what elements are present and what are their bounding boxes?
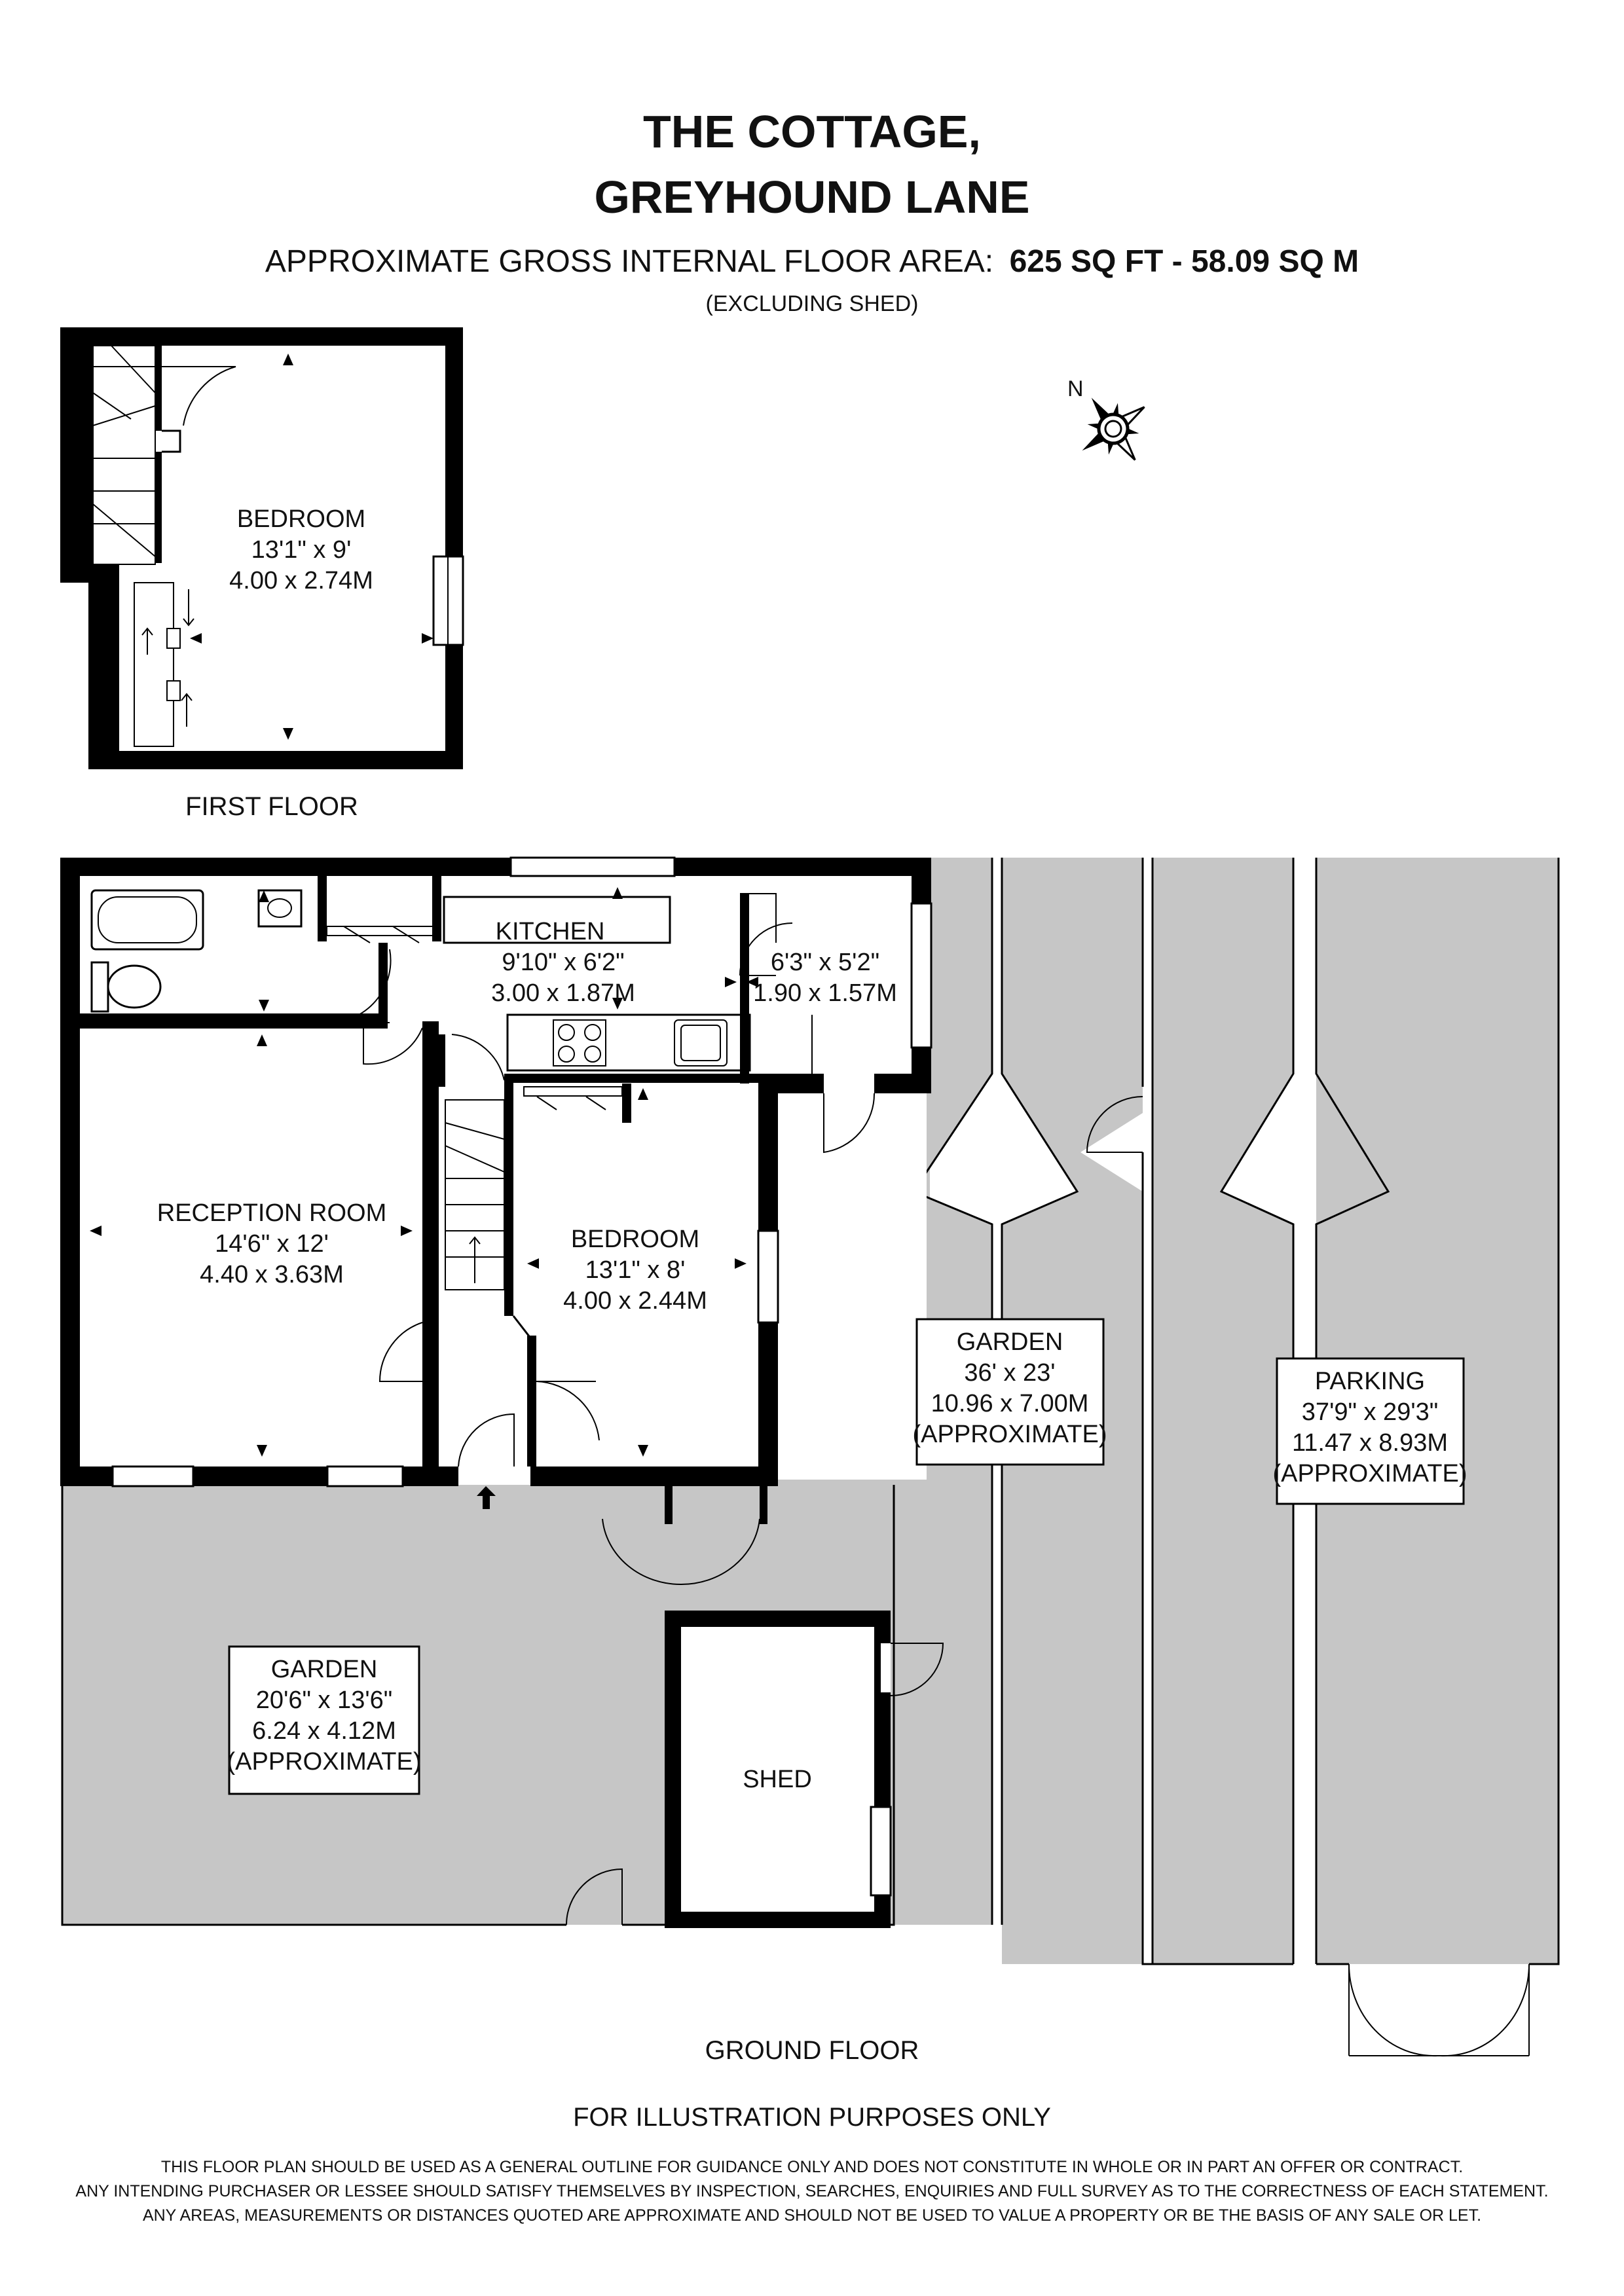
wall xyxy=(60,858,931,876)
garden-front-note: (APPROXIMATE) xyxy=(227,1748,422,1776)
window xyxy=(326,1465,404,1487)
wall xyxy=(504,1074,513,1316)
wall xyxy=(445,327,463,769)
sink xyxy=(674,1019,728,1066)
parking-metric: 11.47 x 8.93M xyxy=(1292,1429,1448,1457)
compass-rose-icon: N xyxy=(1067,376,1145,461)
kitchen-worktop xyxy=(443,896,671,944)
arrow-icon xyxy=(181,693,193,727)
first-floor: BEDROOM 13'1" x 9' 4.00 x 2.74M FIRST FL… xyxy=(60,327,464,821)
wall xyxy=(60,858,80,1486)
hob xyxy=(553,1019,606,1066)
dimension-markers xyxy=(90,887,758,1457)
parking-note: (APPROXIMATE) xyxy=(1273,1460,1467,1487)
illustration-note: FOR ILLUSTRATION PURPOSES ONLY xyxy=(573,2103,1051,2132)
toilet xyxy=(107,964,162,1009)
door-swing xyxy=(162,366,236,426)
wall-jog xyxy=(162,429,181,453)
shed-name: SHED xyxy=(743,1766,812,1793)
reception-name: RECEPTION ROOM xyxy=(157,1199,386,1227)
parking-label: PARKING 37'9" x 29'3" 11.47 x 8.93M (APP… xyxy=(1273,1357,1467,1505)
bedroom-first-metric: 4.00 x 2.74M xyxy=(229,567,373,594)
shed-door xyxy=(890,1643,944,1696)
kitchen-metric: 3.00 x 1.87M xyxy=(491,979,635,1007)
cupboard xyxy=(326,926,439,936)
parking-name: PARKING xyxy=(1315,1368,1425,1395)
wall xyxy=(88,564,119,769)
garden-front-imperial: 20'6" x 13'6" xyxy=(256,1686,392,1714)
first-floor-label: FIRST FLOOR xyxy=(185,792,358,821)
entrance-arrow-icon xyxy=(477,1486,496,1509)
front-door xyxy=(458,1413,515,1467)
arrow-icon xyxy=(183,589,194,627)
garden-side-label: GARDEN 36' x 23' 10.96 x 7.00M (APPROXIM… xyxy=(913,1318,1107,1466)
disclaimer-line-1: THIS FLOOR PLAN SHOULD BE USED AS A GENE… xyxy=(161,2158,1463,2176)
garden-side-metric: 10.96 x 7.00M xyxy=(931,1390,1089,1417)
disclaimer-line-3: ANY AREAS, MEASUREMENTS OR DISTANCES QUO… xyxy=(143,2206,1481,2225)
header: THE COTTAGE, GREYHOUND LANE APPROXIMATE … xyxy=(265,106,1359,316)
stair-treads xyxy=(92,345,156,557)
title-line-1: THE COTTAGE, xyxy=(643,106,981,157)
garden-front-metric: 6.24 x 4.12M xyxy=(252,1717,396,1745)
floor-area-prefix: APPROXIMATE GROSS INTERNAL FLOOR AREA: xyxy=(265,244,993,279)
bedroom-first-name: BEDROOM xyxy=(237,505,365,533)
bedroom-ground-metric: 4.00 x 2.44M xyxy=(563,1287,707,1315)
utility-door xyxy=(823,1093,876,1154)
kitchen-name: KITCHEN xyxy=(496,918,605,945)
dimension-markers xyxy=(190,354,434,740)
garden-door xyxy=(566,1868,623,1925)
wall xyxy=(60,327,93,583)
garden-front-name: GARDEN xyxy=(271,1656,378,1683)
wall xyxy=(740,894,749,1084)
parking-imperial: 37'9" x 29'3" xyxy=(1302,1398,1438,1426)
window xyxy=(870,1806,892,1897)
floor-area-note: (EXCLUDING SHED) xyxy=(706,291,919,316)
wall xyxy=(155,452,162,563)
kitchen-imperial: 9'10" x 6'2" xyxy=(502,949,624,976)
shed: SHED xyxy=(665,1611,944,1928)
garden-side-note: (APPROXIMATE) xyxy=(913,1421,1107,1448)
bedroom-ground-name: BEDROOM xyxy=(571,1226,699,1253)
disclaimer-line-2: ANY INTENDING PURCHASER OR LESSEE SHOULD… xyxy=(75,2182,1548,2200)
utility-inner-door xyxy=(739,922,793,976)
wall xyxy=(155,346,162,431)
arrow-icon xyxy=(141,627,153,655)
garden-front-label: GARDEN 20'6" x 13'6" 6.24 x 4.12M (APPRO… xyxy=(227,1645,422,1795)
floor-area-value: 625 SQ FT - 58.09 SQ M xyxy=(1010,244,1359,279)
toilet-cistern xyxy=(90,961,109,1013)
title-line-2: GREYHOUND LANE xyxy=(594,172,1029,223)
cupboard xyxy=(134,582,174,747)
ground-floor-house: KITCHEN 9'10" x 6'2" 3.00 x 1.87M 6'3" x… xyxy=(60,856,932,1509)
floor-area: APPROXIMATE GROSS INTERNAL FLOOR AREA: 6… xyxy=(265,244,1359,279)
window xyxy=(111,1465,194,1487)
parking-left-area xyxy=(1153,858,1293,1964)
ground-floor-label: GROUND FLOOR xyxy=(705,2036,919,2065)
footer: GROUND FLOOR FOR ILLUSTRATION PURPOSES O… xyxy=(75,2036,1548,2225)
wall xyxy=(88,751,463,769)
garden-side-name: GARDEN xyxy=(957,1328,1063,1356)
wall xyxy=(60,327,463,346)
compass-north-label: N xyxy=(1067,376,1084,401)
window xyxy=(757,1230,779,1324)
garden-side-imperial: 36' x 23' xyxy=(964,1359,1055,1387)
staircase xyxy=(92,345,156,565)
window xyxy=(910,902,932,1049)
wardrobe xyxy=(523,1086,623,1097)
parking-gates xyxy=(1348,1963,1530,2057)
reception-metric: 4.40 x 3.63M xyxy=(200,1261,344,1288)
gate-door xyxy=(1086,1096,1143,1153)
bedroom-ground-imperial: 13'1" x 8' xyxy=(585,1256,686,1284)
utility-imperial: 6'3" x 5'2" xyxy=(771,949,879,976)
window xyxy=(509,856,676,877)
reception-door xyxy=(363,1027,423,1065)
reception-imperial: 14'6" x 12' xyxy=(215,1230,329,1258)
bath xyxy=(90,889,204,951)
bedroom-first-imperial: 13'1" x 9' xyxy=(251,536,352,564)
bedroom-door xyxy=(536,1381,600,1441)
hall-door xyxy=(378,1322,423,1382)
utility-metric: 1.90 x 1.57M xyxy=(753,979,897,1007)
wall xyxy=(422,1021,439,1473)
double-door-swing xyxy=(602,1518,760,1586)
